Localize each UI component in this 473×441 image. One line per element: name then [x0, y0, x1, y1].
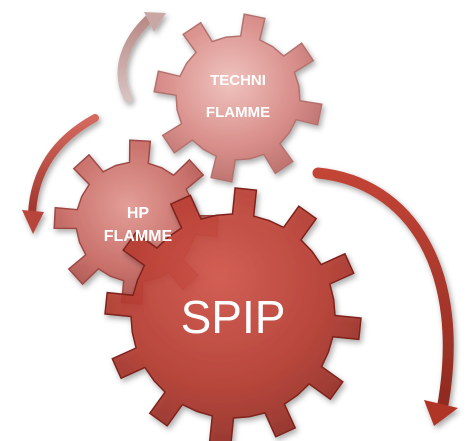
left-arrow: [22, 114, 99, 234]
right-arrow: [312, 167, 458, 426]
hp-label-line-1: HP: [127, 205, 150, 222]
hp-label-line-2: FLAMME: [104, 228, 173, 245]
top-arrow: [117, 12, 166, 103]
gear-techni-flamme: [153, 13, 323, 183]
gear-spip-shape: [104, 187, 362, 441]
gear-techni-shape: [153, 13, 323, 183]
techni-label-line-1: TECHNI: [210, 72, 266, 89]
spip-label: SPIP: [181, 291, 286, 343]
techni-label-line-2: FLAMME: [206, 104, 270, 121]
gear-spip: [104, 187, 362, 441]
